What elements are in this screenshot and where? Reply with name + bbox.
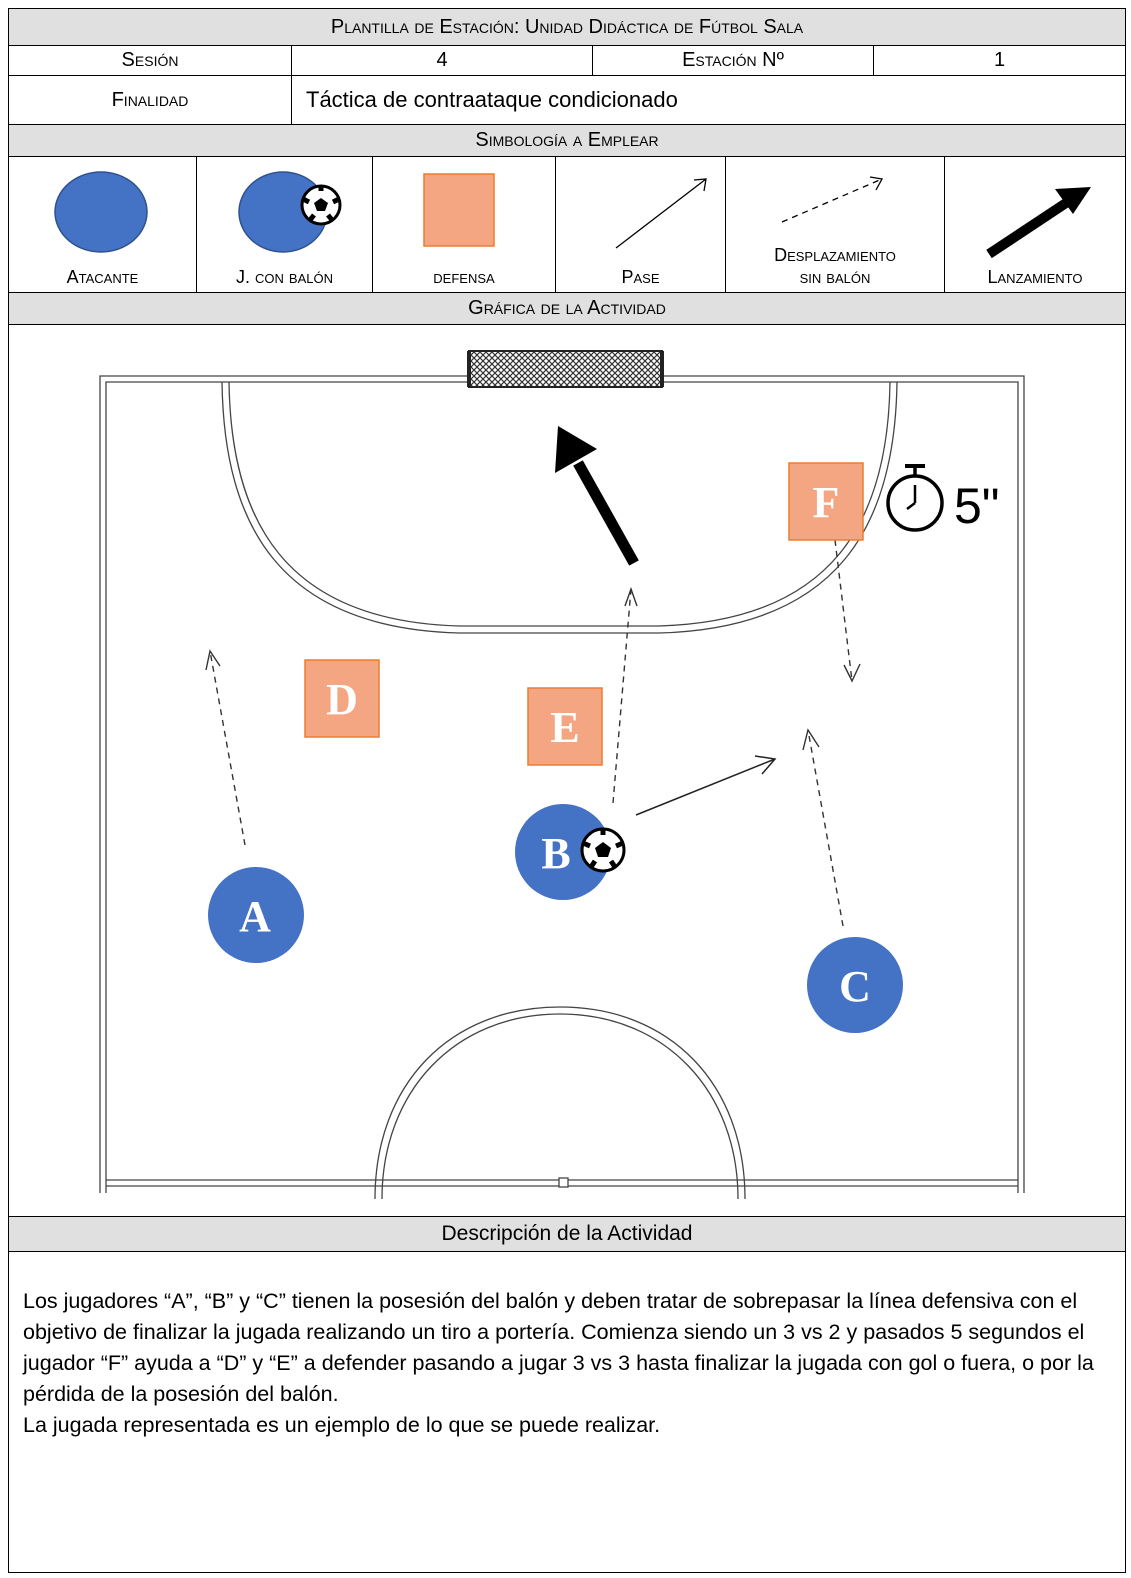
session-label: Sesión (121, 49, 179, 71)
ball-icon (300, 184, 342, 226)
session-value: 4 (291, 46, 592, 75)
goal-icon (467, 350, 664, 388)
station-label: Estación Nº (592, 46, 873, 75)
symbol-player-with-ball: J. con balón (196, 157, 372, 292)
player-with-ball-icon (238, 171, 342, 253)
defender-D: D (304, 659, 380, 738)
station-value: 1 (873, 46, 1125, 75)
defender-square-icon (423, 173, 495, 247)
symbols-title: Simbología a Emplear (475, 129, 659, 151)
defender-E-label: E (550, 703, 579, 752)
futsal-court-diagram: D E F A B C (99, 350, 1025, 1200)
symbols-title-row: Simbología a Emplear (9, 125, 1125, 157)
symbol-shot: Lanzamiento (944, 157, 1125, 292)
pass-arrow-icon (615, 178, 707, 249)
session-row: Sesión 4 Estación Nº 1 (9, 46, 1125, 76)
movement-arrows (205, 539, 861, 927)
symbol-movement-label-line1: Desplazamiento (774, 245, 896, 265)
symbol-pass-label: Pase (621, 267, 660, 287)
description-title-row: Descripción de la Actividad (9, 1217, 1125, 1252)
shot-arrow (555, 426, 639, 566)
station-template: Plantilla de Estación: Unidad Didáctica … (8, 8, 1126, 1573)
template-title: Plantilla de Estación: Unidad Didáctica … (330, 15, 804, 38)
defender-F: F (788, 462, 864, 541)
defender-F-label: F (813, 478, 840, 527)
defender-D-label: D (326, 675, 358, 724)
attacker-A-label: A (239, 892, 271, 941)
purpose-label: Finalidad (111, 88, 189, 111)
graphic-area: D E F A B C (9, 325, 1125, 1217)
template-title-row: Plantilla de Estación: Unidad Didáctica … (9, 9, 1125, 46)
shot-arrow-icon (986, 187, 1091, 259)
symbol-movement: Desplazamiento sin balón (725, 157, 944, 292)
symbol-movement-label-line2: sin balón (799, 267, 871, 287)
attacker-B: B (515, 804, 611, 900)
attacker-C: C (807, 937, 903, 1033)
defender-E: E (527, 687, 603, 766)
description-paragraph-1: Los jugadores “A”, “B” y “C” tienen la p… (23, 1289, 1094, 1406)
stopwatch-icon (886, 464, 944, 532)
symbol-shot-label: Lanzamiento (987, 267, 1083, 287)
court-lines (99, 375, 1025, 1200)
symbol-attacker: Atacante (9, 157, 196, 292)
symbol-attacker-label: Atacante (66, 267, 139, 287)
purpose-row: Finalidad Táctica de contraataque condic… (9, 76, 1125, 125)
symbol-pass: Pase (555, 157, 725, 292)
purpose-value: Táctica de contraataque condicionado (291, 76, 1125, 124)
description-paragraph-2: La jugada representada es un ejemplo de … (23, 1413, 661, 1437)
symbol-defender-label: defensa (433, 267, 495, 287)
attacker-C-label: C (839, 962, 871, 1011)
ball-icon (580, 827, 626, 873)
graphic-title: Gráfica de la Actividad (468, 297, 666, 319)
dashed-arrow-icon (781, 176, 884, 223)
attacker-circle-icon (54, 171, 148, 253)
symbol-movement-label: Desplazamiento sin balón (726, 244, 944, 288)
description-title: Descripción de la Actividad (441, 1222, 693, 1245)
attacker-B-label: B (541, 829, 570, 878)
symbol-defender: defensa (372, 157, 555, 292)
graphic-title-row: Gráfica de la Actividad (9, 293, 1125, 325)
symbols-row: Atacante J. con balón defensa (9, 157, 1125, 293)
timer-text: 5" (954, 478, 1000, 534)
symbol-player-with-ball-label: J. con balón (236, 267, 333, 287)
attacker-A: A (208, 867, 304, 963)
pass-arrow (635, 755, 777, 816)
description-body: Los jugadores “A”, “B” y “C” tienen la p… (23, 1286, 1111, 1441)
